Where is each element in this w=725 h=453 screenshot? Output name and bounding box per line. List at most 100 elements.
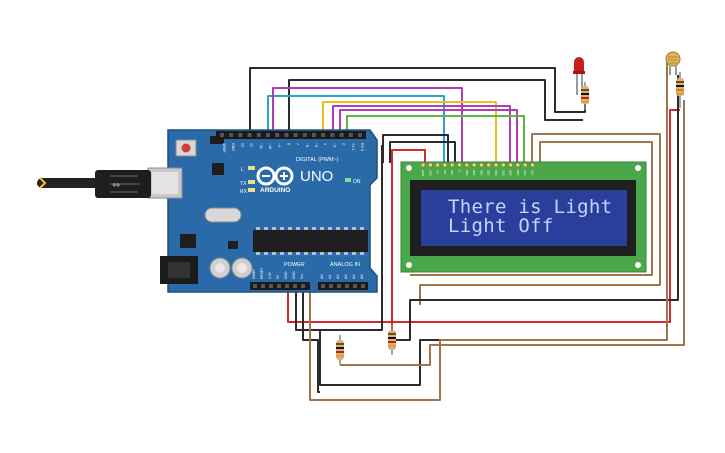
power-pin-hole[interactable] <box>269 284 273 288</box>
wire-black-ldr[interactable] <box>392 75 679 341</box>
wire-black-bottom-2[interactable] <box>319 330 440 386</box>
digital-pin-label: RX 0 <box>360 143 364 151</box>
lcd-pin[interactable] <box>435 162 440 168</box>
lcd-pin[interactable] <box>515 162 521 168</box>
power-pin-hole[interactable] <box>253 284 257 288</box>
lcd-pin[interactable] <box>522 162 528 168</box>
lcd-pin-label: DB1 <box>472 170 476 176</box>
resistor-contrast[interactable] <box>336 335 344 365</box>
digital-pin-label: 12 <box>250 143 254 147</box>
analog-pin-hole[interactable] <box>345 284 349 288</box>
power-pin-hole[interactable] <box>277 284 281 288</box>
digital-pin-hole[interactable] <box>293 133 298 137</box>
arduino-uno-board[interactable]: ⇔ A <box>37 129 378 293</box>
analog-pin-label: A4 <box>352 274 356 279</box>
lcd-pin[interactable] <box>508 162 513 168</box>
lcd-pin-label: DB7 <box>516 170 520 176</box>
wire-black-top-2[interactable] <box>288 79 583 133</box>
resistor-led[interactable] <box>581 82 589 110</box>
lcd-pin-label: DB2 <box>479 170 483 176</box>
lcd-pin[interactable] <box>442 162 448 168</box>
lcd-pin-label: LED <box>523 170 527 175</box>
lcd-mount-hole <box>406 165 412 171</box>
wire-yellow[interactable] <box>322 101 497 163</box>
wire-green[interactable] <box>346 115 525 163</box>
digital-pin-label: 8 <box>286 143 290 145</box>
digital-pin-label: 7 <box>296 143 300 145</box>
digital-pin-hole[interactable] <box>302 133 307 137</box>
power-pin-hole[interactable] <box>293 284 297 288</box>
wire-cyan[interactable] <box>267 95 445 163</box>
analog-pin-hole[interactable] <box>329 284 333 288</box>
wire-red-2[interactable] <box>391 149 426 163</box>
lcd-pin-label: E <box>458 170 462 172</box>
digital-pin-hole[interactable] <box>321 133 326 137</box>
crystal-oscillator <box>204 207 242 223</box>
wire-magenta-2[interactable] <box>332 105 511 163</box>
power-pin-hole[interactable] <box>261 284 265 288</box>
wire-brown-2[interactable] <box>410 141 653 276</box>
power-pin-label: RESET <box>260 268 264 279</box>
wire-brown-3[interactable] <box>340 100 685 366</box>
digital-pin-hole[interactable] <box>220 133 224 137</box>
lcd-screen <box>421 190 627 246</box>
digital-pin-hole[interactable] <box>348 133 353 137</box>
wire-black-e[interactable] <box>389 141 456 163</box>
analog-header[interactable] <box>318 282 368 290</box>
lcd-pin[interactable] <box>486 162 492 168</box>
lcd-pin-label: DB5 <box>501 170 505 176</box>
analog-pin-label: A3 <box>344 274 348 279</box>
digital-pin-hole[interactable] <box>358 133 362 137</box>
digital-pin-hole[interactable] <box>229 133 234 137</box>
resistor-ldr[interactable] <box>676 72 684 108</box>
lcd-pin[interactable] <box>449 162 455 168</box>
digital-pin-hole[interactable] <box>312 133 316 137</box>
wire-black-top[interactable] <box>249 67 586 133</box>
lcd-pin-label: DB3 <box>487 170 491 176</box>
digital-pin-hole[interactable] <box>247 133 252 137</box>
wire-black-bottom-3[interactable] <box>302 285 320 393</box>
digital-pin-label: ~9 <box>277 143 281 147</box>
lcd-pin[interactable] <box>420 162 426 168</box>
wire-red-1[interactable] <box>287 109 680 323</box>
analog-pin-hole[interactable] <box>337 284 341 288</box>
analog-pin-hole[interactable] <box>321 284 325 288</box>
digital-pin-hole[interactable] <box>238 133 243 137</box>
digital-pin-hole[interactable] <box>275 133 280 137</box>
analog-pin-hole[interactable] <box>353 284 357 288</box>
lcd-pin-label: DB0 <box>465 170 469 176</box>
lcd-pin-label: GND <box>421 170 425 176</box>
lcd-pin[interactable] <box>530 162 535 168</box>
lcd-pin[interactable] <box>493 162 499 168</box>
digital-header[interactable] <box>216 131 366 139</box>
lcd-pin[interactable] <box>457 162 462 168</box>
lcd-pin[interactable] <box>427 162 433 168</box>
wire-magenta[interactable] <box>272 87 463 163</box>
digital-pin-hole[interactable] <box>284 133 289 137</box>
wire-brown-1[interactable] <box>419 133 661 305</box>
digital-pin-label: ~5 <box>314 143 318 147</box>
power-pin-hole[interactable] <box>301 284 305 288</box>
voltage-regulator <box>180 234 196 248</box>
lcd-mount-hole <box>406 262 412 268</box>
resistor-backlight[interactable] <box>388 325 396 355</box>
power-pin-hole[interactable] <box>285 284 289 288</box>
lcd-pin[interactable] <box>464 162 470 168</box>
digital-pin-hole[interactable] <box>256 133 261 137</box>
digital-pin-hole[interactable] <box>266 133 270 137</box>
analog-pin-hole[interactable] <box>361 284 365 288</box>
red-led[interactable] <box>573 57 585 95</box>
lcd-pin-label: RW <box>450 170 454 175</box>
lcd-pin[interactable] <box>479 162 484 168</box>
digital-pin-hole[interactable] <box>339 133 344 137</box>
wire-brown-ldr[interactable] <box>309 60 668 401</box>
wire-black-bottom-1[interactable] <box>295 145 383 331</box>
lcd-pin[interactable] <box>500 162 506 168</box>
lcd-pin[interactable] <box>471 162 477 168</box>
digital-pin-hole[interactable] <box>330 133 335 137</box>
wire-magenta-3[interactable] <box>339 109 518 163</box>
photoresistor-ldr[interactable] <box>665 51 681 75</box>
reset-button[interactable] <box>175 139 197 157</box>
